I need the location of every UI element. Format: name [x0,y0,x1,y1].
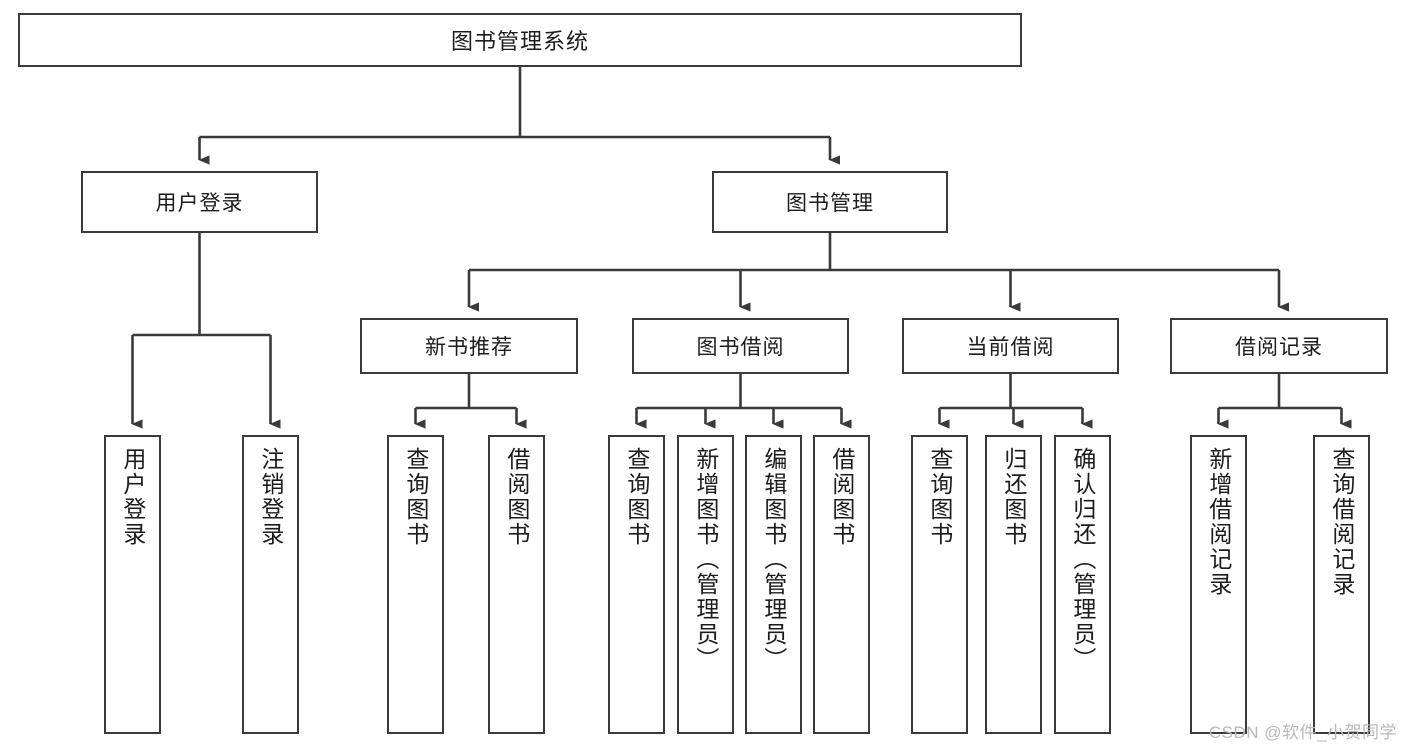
leaf-add-borrow-record[interactable]: 新增借阅记录 [1190,435,1247,734]
node-book-borrow[interactable]: 图书借阅 [632,318,849,374]
node-borrow-record-label: 借阅记录 [1235,336,1323,359]
node-user-login[interactable]: 用户登录 [81,171,318,233]
leaf-borrow-book-recommend[interactable]: 借阅图书 [488,435,545,734]
leaf-query-book-recommend[interactable]: 查询图书 [387,435,444,734]
leaf-query-book-current[interactable]: 查询图书 [911,435,968,734]
leaf-return-book-label: 归还图书 [1000,447,1027,547]
leaf-edit-book-admin-label: 编辑图书（管理员） [760,447,787,672]
leaf-edit-book-admin[interactable]: 编辑图书（管理员） [745,435,802,734]
leaf-return-book[interactable]: 归还图书 [985,435,1042,734]
leaf-query-borrow-record-label: 查询借阅记录 [1328,447,1355,597]
leaf-query-book-recommend-label: 查询图书 [402,447,429,547]
leaf-add-borrow-record-label: 新增借阅记录 [1205,447,1232,597]
node-book-borrow-label: 图书借阅 [696,336,785,359]
csdn-watermark: CSDN @软件_小贺同学 [1208,723,1397,742]
node-book-management-label: 图书管理 [786,192,874,215]
node-root-label: 图书管理系统 [450,29,589,54]
leaf-borrow-book[interactable]: 借阅图书 [813,435,870,734]
node-book-management[interactable]: 图书管理 [712,171,948,233]
leaf-confirm-return-admin[interactable]: 确认归还（管理员） [1054,435,1111,734]
leaf-query-book-borrow-label: 查询图书 [623,447,650,547]
leaf-add-book-admin[interactable]: 新增图书（管理员） [677,435,734,734]
leaf-user-login[interactable]: 用户登录 [104,435,161,734]
leaf-query-book-current-label: 查询图书 [926,447,953,547]
node-current-borrow-label: 当前借阅 [966,336,1055,359]
leaf-confirm-return-admin-label: 确认归还（管理员） [1069,447,1096,672]
leaf-borrow-book-label: 借阅图书 [828,447,855,547]
leaf-logout[interactable]: 注销登录 [242,435,299,734]
leaf-query-borrow-record[interactable]: 查询借阅记录 [1313,435,1370,734]
node-current-borrow[interactable]: 当前借阅 [902,318,1119,374]
node-new-book-recommend[interactable]: 新书推荐 [360,318,578,374]
node-new-book-recommend-label: 新书推荐 [425,336,513,359]
leaf-query-book-borrow[interactable]: 查询图书 [608,435,665,734]
node-borrow-record[interactable]: 借阅记录 [1170,318,1388,374]
node-user-login-label: 用户登录 [155,192,244,215]
leaf-add-book-admin-label: 新增图书（管理员） [692,447,719,672]
leaf-borrow-book-recommend-label: 借阅图书 [503,447,530,547]
leaf-user-login-label: 用户登录 [119,447,146,547]
node-root[interactable]: 图书管理系统 [18,13,1022,67]
leaf-logout-label: 注销登录 [257,447,284,547]
